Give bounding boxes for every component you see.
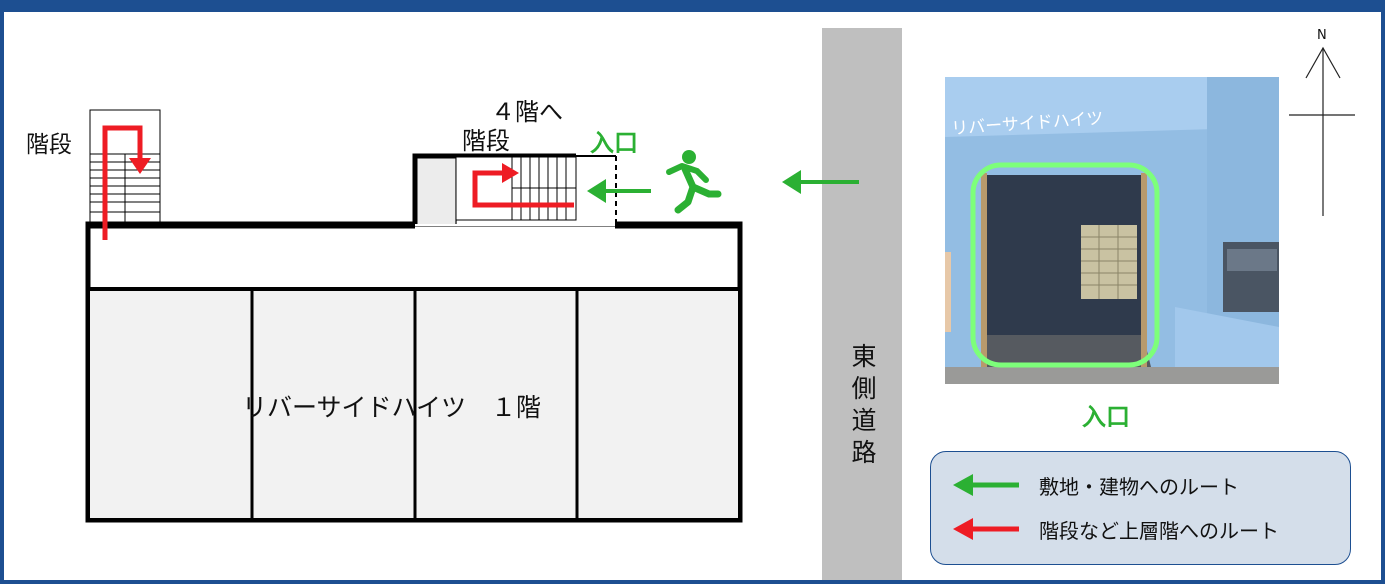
red-arrow-icon xyxy=(953,518,1019,540)
entrance-photo: リバーサイドハイツ xyxy=(945,77,1279,384)
hall-wall xyxy=(412,153,576,224)
red-route-4f-stairs xyxy=(472,163,574,208)
east-road xyxy=(822,28,902,580)
legend-item-green: 敷地・建物へのルート xyxy=(951,470,1239,500)
compass-icon xyxy=(1289,46,1355,216)
running-person-icon xyxy=(666,150,722,214)
green-arrow-icon xyxy=(953,474,1019,496)
stairs-4f-label-line1: ４階へ xyxy=(491,98,563,126)
photo-caption: 入口 xyxy=(1082,403,1130,431)
building-label: リバーサイドハイツ １階 xyxy=(242,393,542,422)
stairs-left-label: 階段 xyxy=(26,132,72,158)
legend-item-red: 階段など上層階へのルート xyxy=(951,514,1279,544)
floor-plan-drawing xyxy=(85,28,1355,580)
green-arrow-entrance xyxy=(587,179,651,203)
stairs-4f-label-line2: 階段 xyxy=(462,127,510,155)
legend-text-green: 敷地・建物へのルート xyxy=(1039,474,1239,499)
green-arrow-road xyxy=(782,170,859,194)
legend-text-red: 階段など上層階へのルート xyxy=(1039,518,1279,543)
red-route-left-stairs xyxy=(102,125,151,240)
compass-north-label: N xyxy=(1317,28,1327,43)
road-label: 東 側 道 路 xyxy=(851,342,877,467)
hall-room xyxy=(417,157,455,224)
legend-box: 敷地・建物へのルート 階段など上層階へのルート xyxy=(930,451,1351,565)
entrance-label: 入口 xyxy=(590,129,638,157)
top-border xyxy=(4,4,1381,12)
